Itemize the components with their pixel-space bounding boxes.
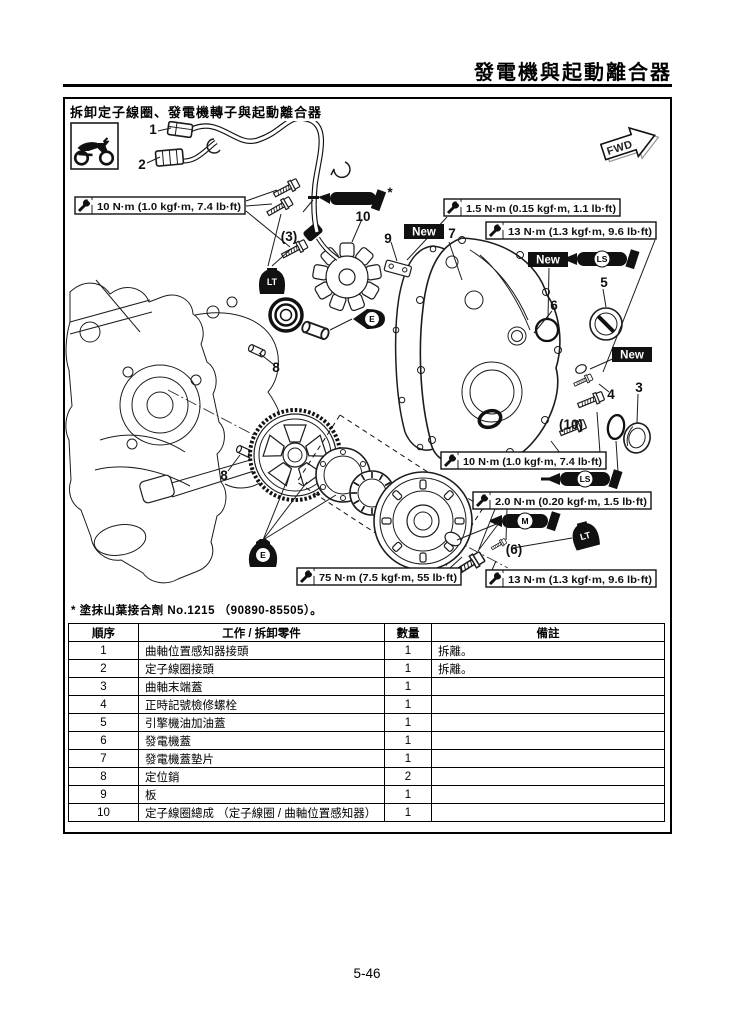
torque-callout-5: 2.0 N·m (0.20 kgf·m, 1.5 lb·ft) [472, 491, 652, 510]
svg-text:2.0 N·m (0.20 kgf·m, 1.5 lb·ft: 2.0 N·m (0.20 kgf·m, 1.5 lb·ft) [495, 496, 647, 508]
svg-text:LS: LS [580, 474, 591, 484]
generator-cover-drawing [416, 236, 562, 465]
svg-text:10 N·m (1.0 kgf·m, 7.4 lb·ft): 10 N·m (1.0 kgf·m, 7.4 lb·ft) [463, 456, 602, 468]
svg-text:New: New [536, 255, 560, 267]
svg-text:LT: LT [267, 277, 278, 287]
procedure-box: 拆卸定子線圈、發電機轉子與起動離合器 [63, 97, 672, 834]
moly-grease-symbol: M [490, 511, 561, 532]
svg-text:E: E [260, 550, 266, 560]
oring-cover [606, 413, 626, 441]
label-5: 5 [600, 275, 608, 290]
motorcycle-icon [70, 122, 119, 170]
torque-callout-3: 13 N·m (1.3 kgf·m, 9.6 lb·ft) [485, 221, 657, 240]
label-9: 9 [384, 231, 392, 246]
page-number: 5-46 [353, 966, 381, 981]
connector-1 [166, 121, 194, 139]
torque-callout-7: 13 N·m (1.3 kgf·m, 9.6 lb·ft) [485, 569, 657, 588]
label-3: 3 [635, 380, 643, 395]
new-tag-cap-oring: New [528, 252, 568, 267]
table-header-row: 順序 工作 / 拆卸零件 數量 備註 [68, 623, 665, 642]
header-rule [63, 84, 672, 87]
col-remarks: 備註 [431, 623, 665, 642]
label-4: 4 [607, 387, 615, 402]
wire-harness [175, 121, 351, 261]
exploded-diagram: 1 2 FWD [65, 121, 660, 588]
stator-coil-drawing [312, 242, 382, 312]
torque-callout-1: 10 N·m (1.0 kgf·m, 7.4 lb·ft) [74, 196, 246, 215]
label-qty3: (3) [281, 229, 298, 244]
label-2: 2 [138, 157, 146, 172]
svg-text:E: E [369, 314, 375, 324]
conical-washer [444, 531, 462, 547]
label-asterisk: * [387, 185, 393, 200]
torque-callout-6: 75 N·m (7.5 kgf·m, 55 lb·ft) [296, 567, 462, 586]
label-8a: 8 [272, 360, 280, 375]
engine-oil-symbol-2: E [248, 539, 278, 567]
svg-text:13 N·m (1.3 kgf·m, 9.6 lb·ft): 13 N·m (1.3 kgf·m, 9.6 lb·ft) [508, 574, 652, 586]
procedure-title: 拆卸定子線圈、發電機轉子與起動離合器 [70, 105, 323, 120]
plate-drawing [383, 259, 413, 278]
label-6: 6 [550, 298, 558, 313]
washer-4 [575, 364, 587, 374]
label-1: 1 [149, 122, 157, 137]
svg-text:New: New [620, 350, 644, 362]
svg-text:10 N·m (1.0 kgf·m, 7.4 lb·ft): 10 N·m (1.0 kgf·m, 7.4 lb·ft) [97, 201, 241, 213]
svg-text:M: M [521, 516, 528, 526]
generator-rotor [373, 471, 473, 571]
crankcase-drawing [65, 279, 315, 584]
grease-ls-symbol-2: LS [541, 469, 623, 490]
loctite-symbol-2: LT [572, 521, 600, 551]
idler-shaft [300, 319, 331, 342]
loctite-symbol-1: LT [258, 268, 286, 294]
svg-text:1.5 N·m (0.15 kgf·m, 1.1 lb·ft: 1.5 N·m (0.15 kgf·m, 1.1 lb·ft) [466, 203, 616, 215]
idler-gear [268, 297, 304, 333]
col-job: 工作 / 拆卸零件 [138, 623, 385, 642]
page-title: 發電機與起動離合器 [474, 62, 672, 84]
torque-callout-4: 10 N·m (1.0 kgf·m, 7.4 lb·ft) [440, 451, 607, 470]
col-qty: 數量 [384, 623, 432, 642]
new-tag-gasket: New [404, 224, 444, 239]
svg-text:13 N·m (1.3 kgf·m, 9.6 lb·ft): 13 N·m (1.3 kgf·m, 9.6 lb·ft) [508, 226, 652, 238]
label-8b: 8 [220, 468, 228, 483]
crankshaft-end-cover [623, 422, 651, 454]
svg-text:75 N·m (7.5 kgf·m, 55 lb·ft): 75 N·m (7.5 kgf·m, 55 lb·ft) [319, 572, 457, 584]
label-7: 7 [448, 226, 456, 241]
svg-text:LT: LT [579, 530, 592, 542]
col-order: 順序 [68, 623, 139, 642]
sealant-note: * 塗抹山葉接合劑 No.1215 （90890-85505）。 [71, 605, 323, 617]
torque-callout-2: 1.5 N·m (0.15 kgf·m, 1.1 lb·ft) [443, 198, 621, 217]
label-10: 10 [355, 209, 370, 224]
label-qty6: (6) [506, 542, 523, 557]
engine-oil-symbol-1: E [353, 309, 385, 329]
label-qty10: (10) [559, 417, 583, 432]
fwd-arrow: FWD [599, 126, 660, 163]
new-tag-cover-oring: New [612, 347, 652, 362]
grease-ls-symbol-1: LS [558, 249, 640, 270]
sealant-tube-icon [302, 189, 387, 213]
svg-text:LS: LS [597, 254, 608, 264]
svg-text:New: New [412, 227, 436, 239]
dowel-pin-1 [246, 343, 267, 359]
